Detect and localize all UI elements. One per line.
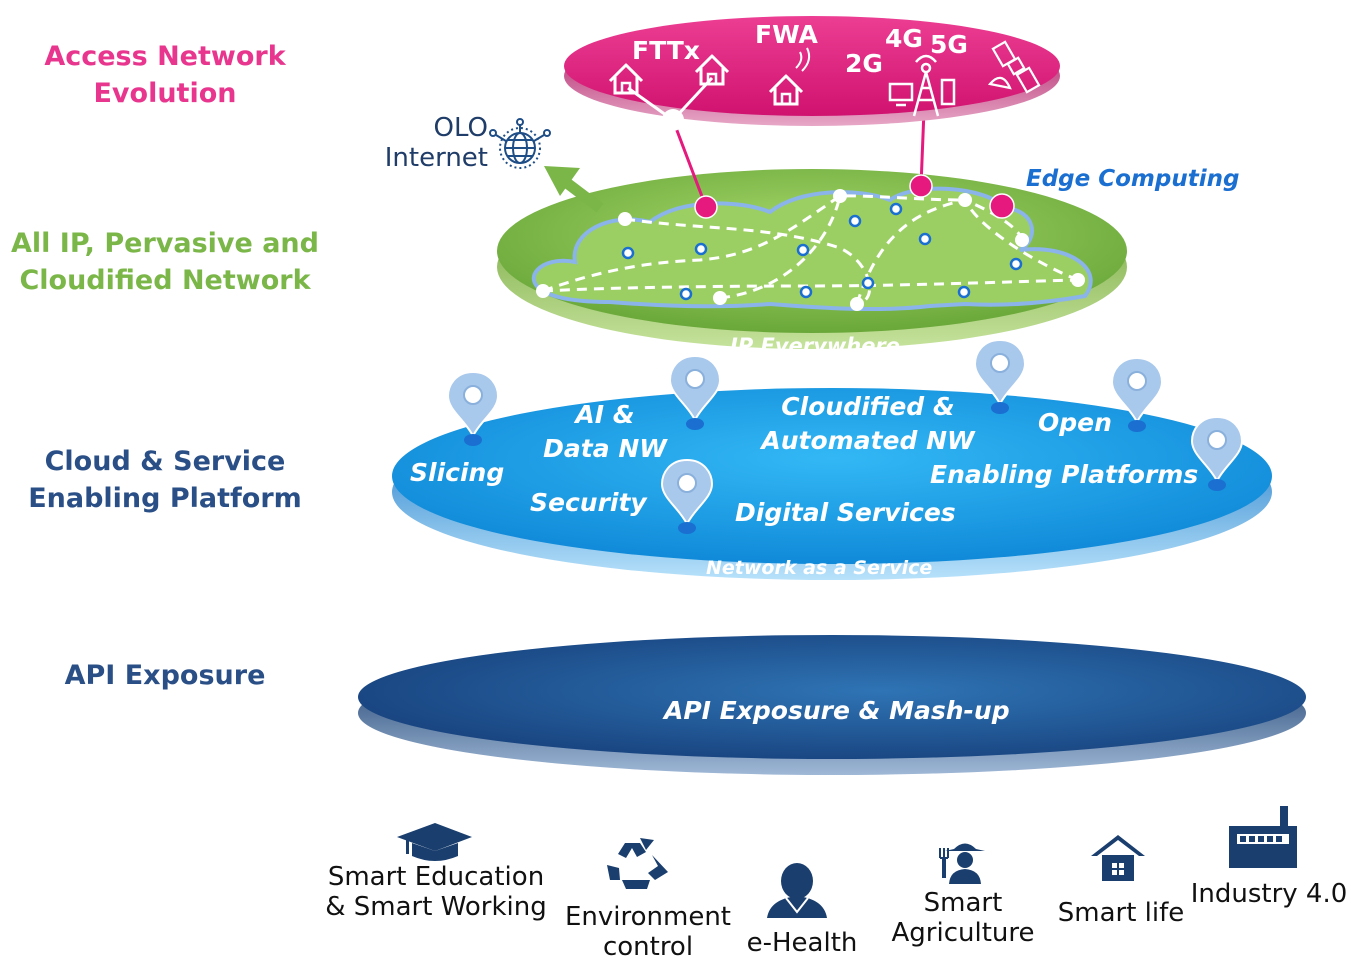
usecase-industry: Industry 4.0 bbox=[1190, 879, 1348, 909]
access-network-title: Access Network Evolution bbox=[44, 41, 286, 109]
access-links bbox=[671, 109, 1015, 219]
slicing-label: Slicing bbox=[410, 458, 505, 487]
security-label: Security bbox=[530, 488, 647, 517]
wireless-house-icon bbox=[768, 47, 811, 106]
network-as-a-service-label: Network as a Service bbox=[706, 557, 933, 579]
api-exposure-disc bbox=[358, 635, 1306, 775]
farmer-icon bbox=[939, 843, 985, 884]
all-ip-title: All IP, Pervasive and Cloudified Network bbox=[11, 228, 319, 296]
api-exposure-title: API Exposure bbox=[64, 660, 266, 691]
usecase-smart-education: Smart Education & Smart Working bbox=[325, 862, 547, 922]
digital-services-label: Digital Services bbox=[735, 498, 956, 527]
graduation-cap-icon bbox=[397, 823, 472, 861]
fttx-node bbox=[662, 109, 684, 131]
ip-everywhere-label: IP Everywhere bbox=[730, 334, 901, 358]
cell-tower-icon bbox=[888, 54, 956, 117]
home-icon bbox=[1091, 835, 1145, 881]
open-label: Open bbox=[1038, 408, 1112, 437]
fwa-label: FWA bbox=[755, 20, 818, 49]
cloudified-automated-label: Cloudified & Automated NW bbox=[761, 392, 975, 455]
enabling-platforms-label: Enabling Platforms bbox=[930, 460, 1199, 489]
factory-icon bbox=[1229, 806, 1297, 868]
cloud-service-disc bbox=[392, 388, 1272, 580]
ai-data-label: AI & Data NW bbox=[543, 400, 667, 463]
usecase-e-health: e-Health bbox=[746, 928, 858, 958]
cloud-service-title: Cloud & Service Enabling Platform bbox=[28, 446, 302, 514]
olo-internet-label: OLO Internet bbox=[384, 113, 488, 173]
usecase-smart-life: Smart life bbox=[1057, 898, 1185, 928]
recycle-icon bbox=[607, 838, 668, 889]
doctor-icon bbox=[767, 863, 827, 918]
5g-label: 5G bbox=[930, 30, 968, 59]
access-disc bbox=[564, 16, 1060, 126]
olo-arrow bbox=[544, 166, 604, 213]
satellite-icon bbox=[987, 40, 1041, 94]
network-nodes bbox=[536, 189, 1085, 311]
usecase-smart-agriculture: Smart Agriculture bbox=[891, 888, 1035, 948]
ip-routes bbox=[542, 194, 1079, 306]
globe-network-icon bbox=[489, 118, 551, 169]
edge-computing-label: Edge Computing bbox=[1026, 166, 1240, 192]
fttx-label: FTTx bbox=[632, 36, 700, 65]
4g-label: 4G bbox=[885, 24, 923, 53]
usecase-environment: Environment control bbox=[564, 902, 732, 962]
api-exposure-mashup-label: API Exposure & Mash-up bbox=[664, 696, 1010, 725]
2g-label: 2G bbox=[845, 49, 883, 78]
